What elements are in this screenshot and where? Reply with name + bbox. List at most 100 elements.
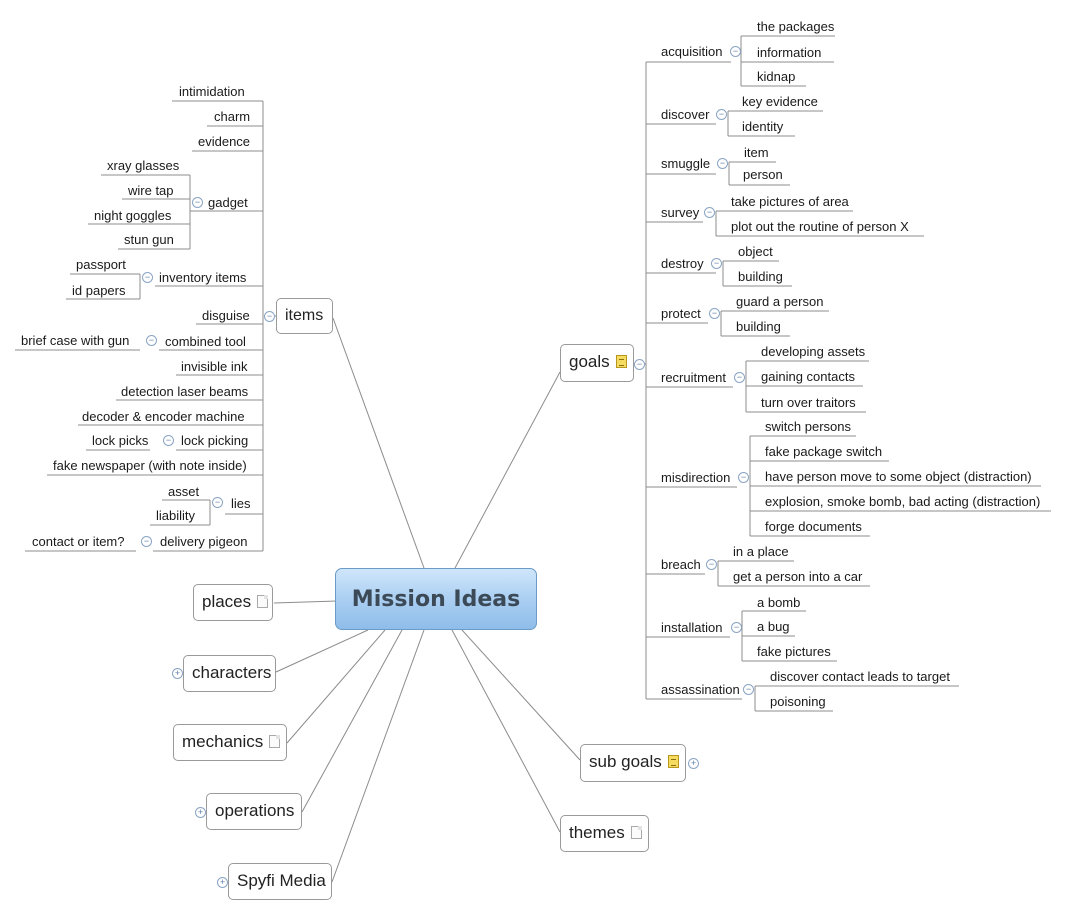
goal-breach[interactable]: breach <box>661 557 701 572</box>
misdirection-forge-documents[interactable]: forge documents <box>765 519 862 534</box>
goal-misdirection[interactable]: misdirection <box>661 470 731 485</box>
gadget-stun-gun[interactable]: stun gun <box>124 232 174 247</box>
pigeon-contact-or-item[interactable]: contact or item? <box>32 534 125 549</box>
breach-get-person-into-car[interactable]: get a person into a car <box>733 569 863 584</box>
collapse-goals-toggle-icon[interactable]: − <box>634 359 645 370</box>
collapse-smuggle-toggle-icon[interactable]: − <box>717 158 728 169</box>
protect-guard-a-person[interactable]: guard a person <box>736 294 824 309</box>
item-delivery-pigeon[interactable]: delivery pigeon <box>160 534 248 549</box>
expand-characters-toggle-icon[interactable]: + <box>172 668 183 679</box>
collapse-destroy-toggle-icon[interactable]: − <box>711 258 722 269</box>
installation-a-bomb[interactable]: a bomb <box>757 595 801 610</box>
collapse-breach-toggle-icon[interactable]: − <box>706 559 717 570</box>
acquisition-kidnap[interactable]: kidnap <box>757 69 796 84</box>
smuggle-person[interactable]: person <box>743 167 783 182</box>
lock-picks[interactable]: lock picks <box>92 433 149 448</box>
destroy-building[interactable]: building <box>738 269 783 284</box>
central-topic[interactable]: Mission Ideas <box>335 568 537 630</box>
topic-mechanics[interactable]: mechanics <box>173 724 287 761</box>
assassination-poisoning[interactable]: poisoning <box>770 694 826 709</box>
misdirection-switch-persons[interactable]: switch persons <box>765 419 851 434</box>
expand-sub-goals-toggle-icon[interactable]: + <box>688 758 699 769</box>
item-intimidation[interactable]: intimidation <box>179 84 245 99</box>
goal-protect[interactable]: protect <box>661 306 701 321</box>
item-decoder-encoder[interactable]: decoder & encoder machine <box>82 409 245 424</box>
destroy-object[interactable]: object <box>738 244 773 259</box>
expand-operations-toggle-icon[interactable]: + <box>195 807 206 818</box>
topic-operations[interactable]: operations <box>206 793 302 830</box>
survey-take-pictures[interactable]: take pictures of area <box>731 194 849 209</box>
collapse-survey-toggle-icon[interactable]: − <box>704 207 715 218</box>
goal-survey[interactable]: survey <box>661 205 700 220</box>
combined-brief-case[interactable]: brief case with gun <box>21 333 130 348</box>
topic-characters[interactable]: characters <box>183 655 276 692</box>
collapse-combined-tool-toggle-icon[interactable]: − <box>146 335 157 346</box>
inventory-id-papers[interactable]: id papers <box>72 283 126 298</box>
item-detection-laser-beams[interactable]: detection laser beams <box>121 384 249 399</box>
goal-destroy[interactable]: destroy <box>661 256 704 271</box>
misdirection-person-move[interactable]: have person move to some object (distrac… <box>765 469 1032 484</box>
item-charm[interactable]: charm <box>214 109 251 124</box>
protect-building[interactable]: building <box>736 319 781 334</box>
topic-goals[interactable]: goals <box>560 344 634 382</box>
document-icon[interactable] <box>269 735 281 749</box>
discover-key-evidence[interactable]: key evidence <box>742 94 818 109</box>
assassination-discover-contact[interactable]: discover contact leads to target <box>770 669 950 684</box>
item-fake-newspaper[interactable]: fake newspaper (with note inside) <box>53 458 247 473</box>
misdirection-fake-package-switch[interactable]: fake package switch <box>765 444 883 459</box>
goal-assassination[interactable]: assassination <box>661 682 740 697</box>
item-lies[interactable]: lies <box>231 496 251 511</box>
acquisition-the-packages[interactable]: the packages <box>757 19 835 34</box>
inventory-passport[interactable]: passport <box>76 257 126 272</box>
smuggle-item[interactable]: item <box>744 145 769 160</box>
item-gadget[interactable]: gadget <box>208 195 248 210</box>
survey-plot-routine[interactable]: plot out the routine of person X <box>731 219 909 234</box>
gadget-night-goggles[interactable]: night goggles <box>94 208 172 223</box>
installation-a-bug[interactable]: a bug <box>757 619 790 634</box>
collapse-items-toggle-icon[interactable]: − <box>264 311 275 322</box>
topic-items[interactable]: items <box>276 298 333 334</box>
collapse-gadget-toggle-icon[interactable]: − <box>192 197 203 208</box>
discover-identity[interactable]: identity <box>742 119 784 134</box>
gadget-xray-glasses[interactable]: xray glasses <box>107 158 180 173</box>
recruitment-gaining-contacts[interactable]: gaining contacts <box>761 369 855 384</box>
collapse-acquisition-toggle-icon[interactable]: − <box>730 46 741 57</box>
breach-in-a-place[interactable]: in a place <box>733 544 789 559</box>
document-icon[interactable] <box>630 826 642 840</box>
expand-spyfi-media-toggle-icon[interactable]: + <box>217 877 228 888</box>
acquisition-information[interactable]: information <box>757 45 822 60</box>
collapse-recruitment-toggle-icon[interactable]: − <box>734 372 745 383</box>
collapse-delivery-pigeon-toggle-icon[interactable]: − <box>141 536 152 547</box>
topic-spyfi-media[interactable]: Spyfi Media <box>228 863 332 900</box>
recruitment-developing-assets[interactable]: developing assets <box>761 344 866 359</box>
goal-smuggle[interactable]: smuggle <box>661 156 711 171</box>
item-combined-tool[interactable]: combined tool <box>165 334 246 349</box>
item-inventory-items[interactable]: inventory items <box>159 270 247 285</box>
collapse-assassination-toggle-icon[interactable]: − <box>743 684 754 695</box>
topic-places[interactable]: places <box>193 584 273 621</box>
topic-themes[interactable]: themes <box>560 815 649 852</box>
recruitment-turn-over-traitors[interactable]: turn over traitors <box>761 395 856 410</box>
note-icon[interactable] <box>667 755 679 769</box>
misdirection-explosion[interactable]: explosion, smoke bomb, bad acting (distr… <box>765 494 1041 509</box>
topic-sub-goals[interactable]: sub goals <box>580 744 686 782</box>
document-icon[interactable] <box>257 595 269 609</box>
lies-asset[interactable]: asset <box>168 484 200 499</box>
goal-discover[interactable]: discover <box>661 107 710 122</box>
goal-recruitment[interactable]: recruitment <box>661 370 727 385</box>
goal-acquisition[interactable]: acquisition <box>661 44 723 59</box>
item-invisible-ink[interactable]: invisible ink <box>181 359 248 374</box>
collapse-installation-toggle-icon[interactable]: − <box>731 622 742 633</box>
collapse-misdirection-toggle-icon[interactable]: − <box>738 472 749 483</box>
item-lock-picking[interactable]: lock picking <box>181 433 249 448</box>
gadget-wire-tap[interactable]: wire tap <box>128 183 174 198</box>
collapse-inventory-toggle-icon[interactable]: − <box>142 272 153 283</box>
item-evidence[interactable]: evidence <box>198 134 251 149</box>
item-disguise[interactable]: disguise <box>202 308 250 323</box>
note-icon[interactable] <box>615 355 627 369</box>
collapse-lies-toggle-icon[interactable]: − <box>212 497 223 508</box>
lies-liability[interactable]: liability <box>156 508 196 523</box>
collapse-protect-toggle-icon[interactable]: − <box>709 308 720 319</box>
collapse-lock-picking-toggle-icon[interactable]: − <box>163 435 174 446</box>
collapse-discover-toggle-icon[interactable]: − <box>716 109 727 120</box>
